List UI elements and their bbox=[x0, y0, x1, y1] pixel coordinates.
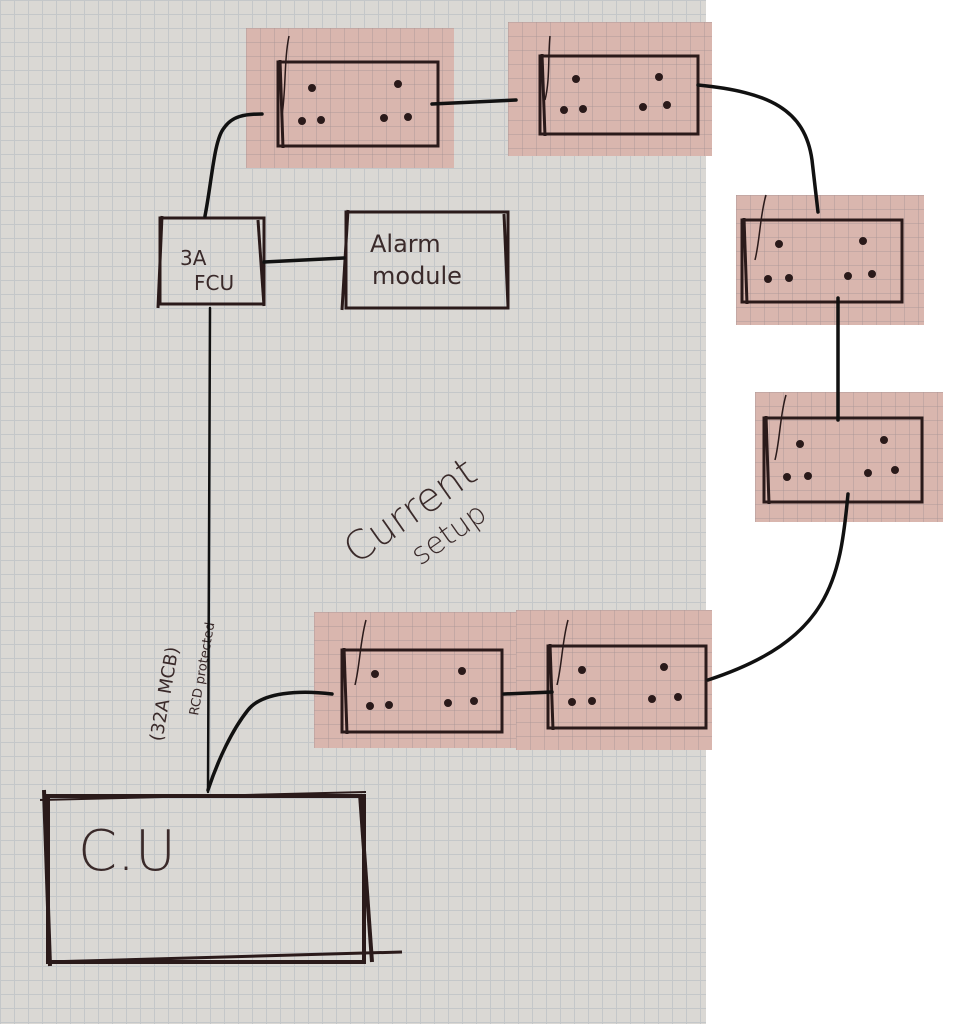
wiring bbox=[203, 83, 850, 794]
wire-socket4-socket6 bbox=[706, 492, 850, 682]
double-socket-3 bbox=[740, 194, 904, 305]
wire-cu-fcu bbox=[206, 306, 212, 794]
wire-socket5-cu bbox=[206, 690, 334, 792]
wire-socket6-socket5 bbox=[502, 690, 554, 696]
fcu-label-line1: 3A bbox=[180, 246, 207, 270]
alarm-label-line1: Alarm bbox=[370, 230, 441, 258]
wire-socket2-socket3 bbox=[696, 83, 820, 214]
wire-fcu-alarm bbox=[262, 256, 346, 264]
double-socket-4 bbox=[762, 394, 924, 505]
rcd-label: RCD protected bbox=[187, 621, 218, 717]
socket-patch-5 bbox=[314, 612, 520, 748]
wire-fcu-socket1 bbox=[203, 112, 264, 218]
fcu-label-line2: FCU bbox=[194, 271, 234, 295]
graph-paper bbox=[0, 0, 706, 1024]
alarm-module-box bbox=[340, 209, 510, 311]
alarm-label-line2: module bbox=[372, 262, 462, 290]
cu-label: C.U bbox=[78, 819, 176, 884]
double-socket-1 bbox=[276, 35, 440, 149]
double-socket-6 bbox=[546, 619, 708, 731]
double-socket-5 bbox=[340, 619, 504, 735]
mcb-label: (32A MCB) bbox=[146, 645, 183, 743]
wire-socket1-socket2 bbox=[430, 98, 518, 106]
consumer-unit-box bbox=[39, 789, 403, 967]
double-socket-2 bbox=[538, 35, 700, 137]
